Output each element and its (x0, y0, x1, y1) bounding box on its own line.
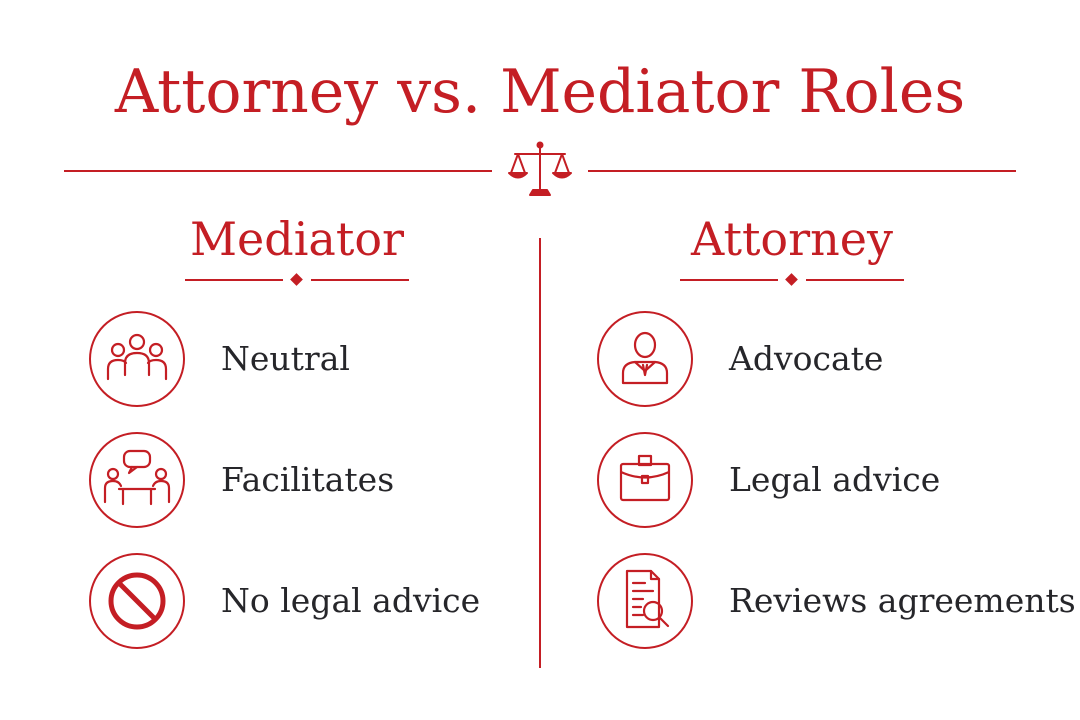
item-label: Neutral (221, 339, 350, 378)
prohibited-icon (89, 553, 185, 649)
attorney-heading-ornament (680, 272, 904, 288)
item-label: Reviews agreements (729, 581, 1076, 620)
title-divider-left (64, 170, 492, 172)
mediator-heading-ornament (185, 272, 409, 288)
column-divider (539, 238, 541, 668)
mediator-heading: Mediator (189, 212, 405, 266)
lawyer-person-icon (597, 311, 693, 407)
document-search-icon (597, 553, 693, 649)
item-label: Legal advice (729, 460, 941, 499)
item-label: Facilitates (221, 460, 395, 499)
title-divider-right (588, 170, 1016, 172)
item-label: Advocate (729, 339, 884, 378)
page-title: Attorney vs. Mediator Roles (114, 57, 966, 127)
attorney-heading: Attorney (691, 212, 893, 266)
briefcase-icon (597, 432, 693, 528)
scales-of-justice-icon (508, 141, 572, 196)
item-label: No legal advice (221, 581, 481, 620)
group-of-people-icon (89, 311, 185, 407)
conversation-icon (89, 432, 185, 528)
